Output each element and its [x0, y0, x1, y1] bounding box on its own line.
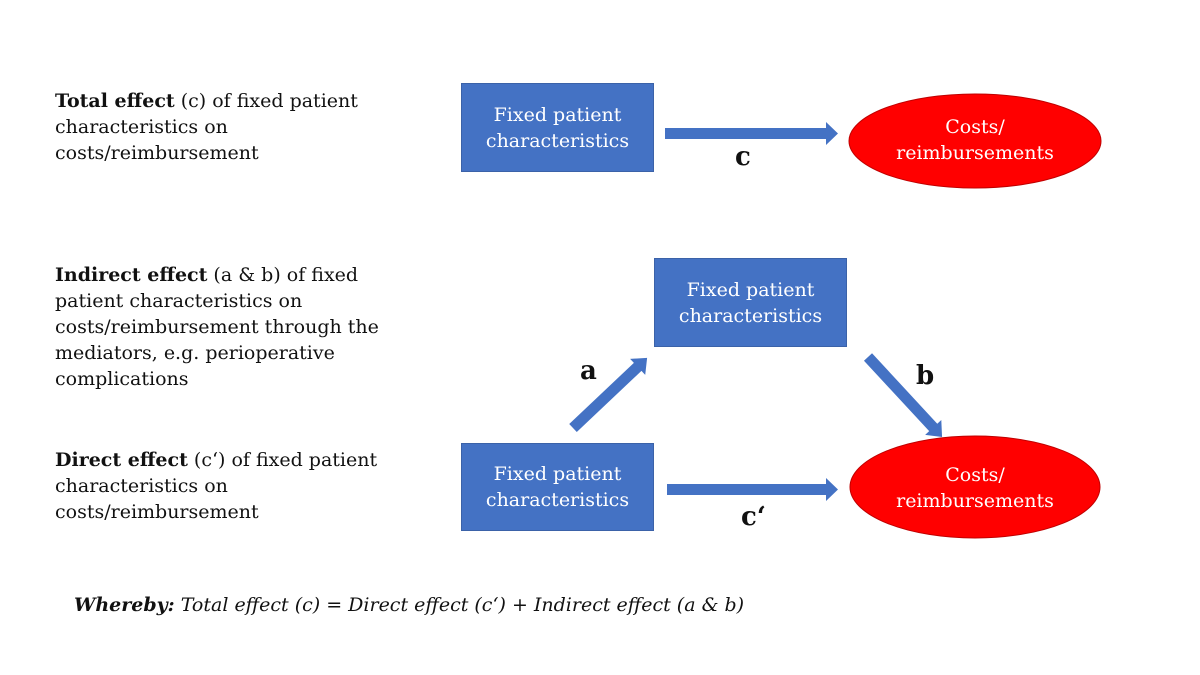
indirect-effect-description: Indirect effect (a & b) of fixed patient… — [55, 262, 400, 392]
indirect-effect-heading: Indirect effect — [55, 264, 208, 286]
edge-label-c: c — [735, 142, 751, 172]
node-fixed-patient-characteristics-bottom: Fixed patient characteristics — [461, 443, 654, 531]
formula-note: Whereby: Total effect (c) = Direct effec… — [74, 594, 744, 616]
outcome-label-line2: reimbursements — [896, 142, 1054, 164]
direct-effect-text: (c‘) of fixed patient characteristics on… — [55, 449, 378, 523]
formula-prefix: Whereby: — [74, 594, 175, 616]
edge-label-c-prime: c‘ — [741, 502, 766, 532]
node-label: Fixed patient characteristics — [678, 278, 823, 327]
node-fixed-patient-characteristics-top: Fixed patient characteristics — [461, 83, 654, 172]
node-label: Fixed patient characteristics — [485, 463, 630, 511]
outcome-label-bottom: Costs/ reimbursements — [855, 462, 1095, 514]
arrow-c-prime — [667, 478, 838, 501]
direct-effect-description: Direct effect (c‘) of fixed patient char… — [55, 447, 415, 525]
outcome-label-line2: reimbursements — [896, 490, 1054, 512]
formula-text: Total effect (c) = Direct effect (c‘) + … — [174, 594, 745, 616]
outcome-label-top: Costs/ reimbursements — [855, 114, 1095, 166]
total-effect-text: (c) of fixed patient characteristics on … — [55, 90, 358, 164]
outcome-ellipse-bottom — [849, 435, 1101, 539]
arrow-a — [569, 357, 648, 432]
indirect-effect-text: (a & b) of fixed patient characteristics… — [55, 264, 379, 390]
direct-effect-heading: Direct effect — [55, 449, 188, 471]
arrow-c — [665, 122, 838, 145]
total-effect-description: Total effect (c) of fixed patient charac… — [55, 88, 415, 166]
node-fixed-patient-characteristics-mediator: Fixed patient characteristics — [654, 258, 847, 347]
node-label: Fixed patient characteristics — [485, 103, 630, 152]
outcome-ellipse-top — [848, 93, 1102, 189]
edge-label-b: b — [916, 361, 935, 391]
edge-label-a: a — [580, 356, 597, 386]
outcome-label-line1: Costs/ — [945, 116, 1005, 138]
arrow-b — [863, 353, 943, 437]
outcome-label-line1: Costs/ — [945, 464, 1005, 486]
total-effect-heading: Total effect — [55, 90, 175, 112]
